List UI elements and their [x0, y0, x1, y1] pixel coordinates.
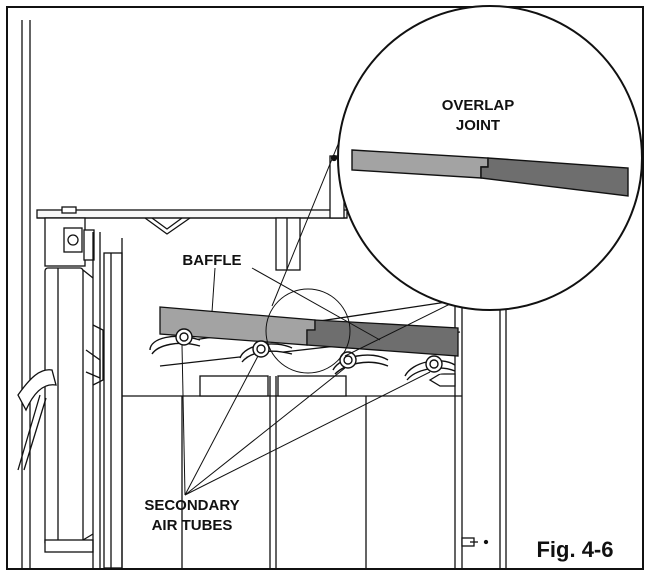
overlap-joint-detail [337, 5, 643, 311]
leader-lines [181, 267, 431, 496]
label-overlap-line1: OVERLAP [442, 97, 515, 114]
stove-body [17, 20, 507, 569]
air-tube-3 [332, 351, 389, 375]
air-tube-1 [149, 328, 201, 355]
joint-callout-circle [265, 288, 351, 374]
label-overlap-line2: JOINT [456, 117, 500, 134]
label-secondary-line2: AIR TUBES [152, 517, 233, 534]
air-tube-2 [239, 340, 293, 363]
figure-number: Fig. 4-6 [536, 537, 613, 562]
label-baffle: BAFFLE [182, 252, 241, 269]
label-secondary-line1: SECONDARY [144, 497, 239, 514]
air-tube-4 [404, 355, 456, 381]
secondary-air-tubes [149, 328, 456, 381]
magnify-line-left [271, 114, 351, 307]
